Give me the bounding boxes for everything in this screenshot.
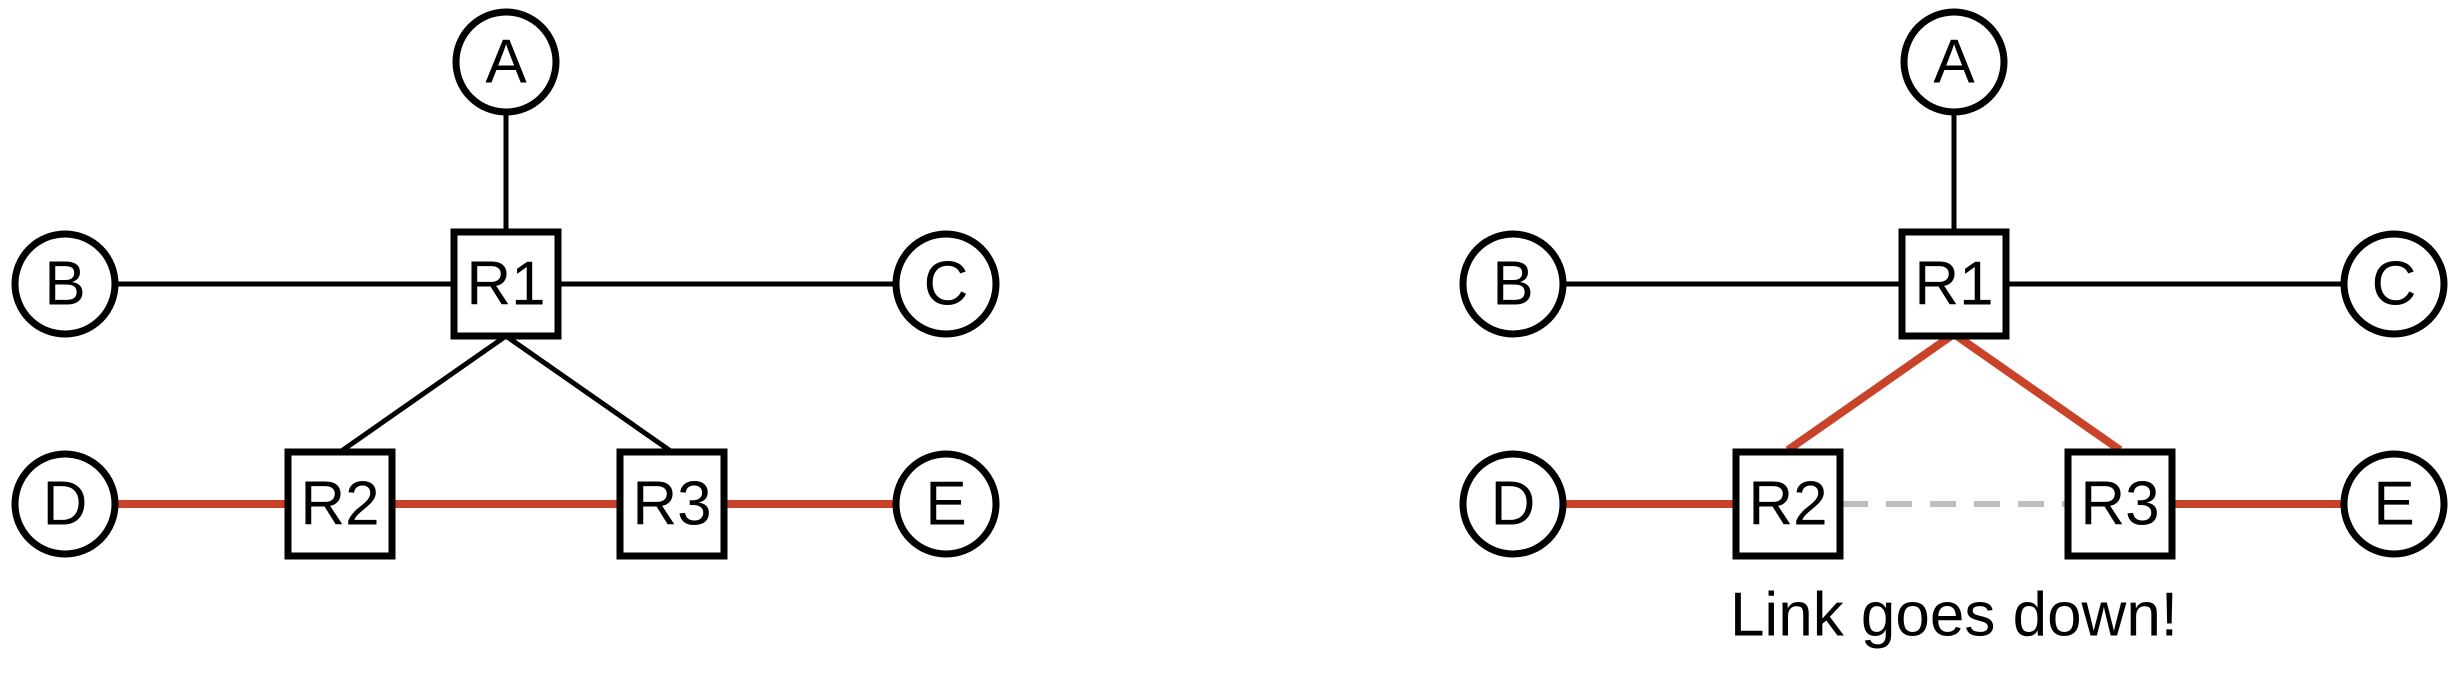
host-d-label: D xyxy=(43,470,88,539)
router-r2-label: R2 xyxy=(300,470,379,539)
panel-after: A B C D E R1 R2 R3 Link goes xyxy=(1459,8,2448,650)
host-a: A xyxy=(452,8,560,116)
link-r1-r2 xyxy=(1785,330,1957,454)
link-r1-r2 xyxy=(338,333,508,455)
host-c: C xyxy=(892,230,1000,338)
host-e: E xyxy=(892,450,1000,558)
router-r3: R3 xyxy=(2064,448,2176,560)
router-r1-label: R1 xyxy=(1914,250,1993,319)
link-r1-r3 xyxy=(504,333,674,455)
router-r2: R2 xyxy=(1732,448,1844,560)
panel-before: A B C D E R1 R2 R3 xyxy=(11,8,1000,560)
host-e: E xyxy=(2340,450,2448,558)
link-down-caption: Link goes down! xyxy=(1730,581,2178,650)
host-b: B xyxy=(11,230,119,338)
host-c: C xyxy=(2340,230,2448,338)
host-a-label: A xyxy=(485,28,527,97)
host-c-label: C xyxy=(924,250,969,319)
router-r3-label: R3 xyxy=(632,470,711,539)
host-b-label: B xyxy=(44,250,85,319)
router-r3-label: R3 xyxy=(2080,470,2159,539)
host-d: D xyxy=(11,450,119,558)
host-b: B xyxy=(1459,230,1567,338)
host-a-label: A xyxy=(1933,28,1975,97)
router-r3: R3 xyxy=(616,448,728,560)
host-e-label: E xyxy=(2373,470,2414,539)
host-c-label: C xyxy=(2372,250,2417,319)
host-d-label: D xyxy=(1491,470,1536,539)
host-e-label: E xyxy=(925,470,966,539)
host-d: D xyxy=(1459,450,1567,558)
router-r1: R1 xyxy=(450,228,562,340)
router-r1: R1 xyxy=(1898,228,2010,340)
router-r1-label: R1 xyxy=(466,250,545,319)
router-r2: R2 xyxy=(284,448,396,560)
host-b-label: B xyxy=(1492,250,1533,319)
link-r1-r3 xyxy=(1951,330,2123,454)
host-a: A xyxy=(1900,8,2008,116)
router-r2-label: R2 xyxy=(1748,470,1827,539)
